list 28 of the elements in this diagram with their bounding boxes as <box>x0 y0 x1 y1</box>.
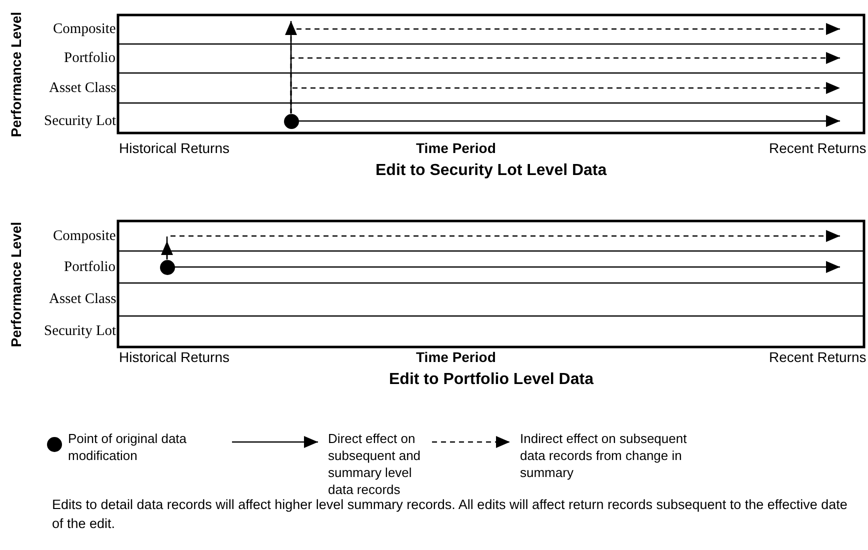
row-label: Security Lot <box>44 113 116 130</box>
legend-label: Direct effect on subsequent and summary level data records <box>328 430 422 498</box>
row-label: Composite <box>53 21 116 38</box>
axis-title: Time Period <box>416 140 496 157</box>
note: Edits to detail data records will affect higher level summary records. All edits will affect return records subsequent to the effective date of the edit. <box>52 496 848 533</box>
dashed-arrow <box>166 230 840 260</box>
modification-point-dot <box>160 260 174 274</box>
modification-point-dot <box>284 114 298 128</box>
row-label: Portfolio <box>64 50 116 67</box>
axis-title: Performance Level <box>8 11 25 137</box>
panel-title: Edit to Portfolio Level Data <box>389 371 594 388</box>
dashed-arrow <box>290 82 840 114</box>
row-label: Portfolio <box>64 259 116 276</box>
row-label: Asset Class <box>49 291 116 308</box>
axis-title: Time Period <box>416 349 496 366</box>
row-label: Composite <box>53 228 116 245</box>
axis-label: Recent Returns <box>769 349 866 366</box>
legend-label: Indirect effect on subsequent data records from change in summary <box>520 430 688 481</box>
axis-label: Historical Returns <box>119 349 230 366</box>
axis-label: Recent Returns <box>769 140 866 157</box>
row-label: Security Lot <box>44 323 116 340</box>
row-label: Asset Class <box>49 80 116 97</box>
panel-title: Edit to Security Lot Level Data <box>376 162 607 179</box>
axis-label: Historical Returns <box>119 140 230 157</box>
axis-title: Performance Level <box>8 221 25 347</box>
arrow <box>298 115 840 127</box>
legend-label: Point of original data modification <box>68 430 188 464</box>
arrow <box>174 261 840 273</box>
